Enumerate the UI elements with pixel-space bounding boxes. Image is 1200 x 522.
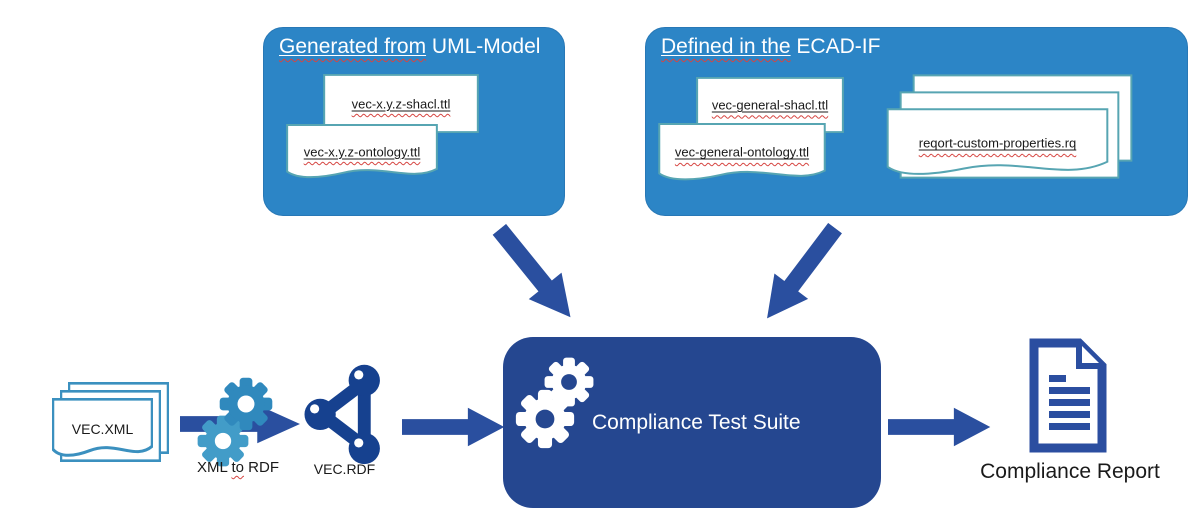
compliance-report-label: Compliance Report (980, 460, 1160, 483)
arrow-ecad-to-suite-icon (748, 214, 854, 334)
gear-icon (197, 415, 249, 467)
rdf-graph-icon (304, 364, 380, 465)
file-label: vec-general-shacl.ttl (711, 97, 829, 113)
report-document-icon (1029, 338, 1107, 453)
uml-model-box: Generated from UML-Model vec-x.y.z-shacl… (263, 27, 565, 216)
ecad-box-title: Defined in the ECAD-IF (661, 35, 880, 59)
paper-wavy-icon (658, 123, 826, 193)
file-reqort-custom-properties: reqort-custom-properties.rq (886, 108, 1109, 192)
uml-box-title: Generated from UML-Model (279, 35, 540, 59)
ecad-box-title-marked: Defined in the (661, 35, 791, 58)
uml-box-title-marked: Generated from (279, 35, 427, 58)
arrow-uml-to-suite-icon (481, 215, 589, 333)
file-label: vec-x.y.z-ontology.ttl (303, 144, 421, 160)
uml-box-title-rest: UML-Model (426, 35, 541, 58)
vecrdf-label: VEC.RDF (313, 461, 376, 477)
gear-icon (515, 389, 575, 449)
file-label: reqort-custom-properties.rq (918, 135, 1077, 151)
file-vec-xyz-ontology: vec-x.y.z-ontology.ttl (286, 124, 438, 190)
paper-wavy-icon (886, 108, 1109, 192)
file-label: vec-general-ontology.ttl (674, 144, 810, 160)
suite-label: Compliance Test Suite (592, 410, 801, 434)
vecxml-label: VEC.XML (71, 420, 134, 437)
paper-wavy-icon (286, 124, 438, 190)
compliance-test-suite-box: Compliance Test Suite (503, 337, 881, 508)
arrow-rdf-to-suite-icon (402, 406, 506, 448)
gear-icon (544, 357, 594, 407)
vecxml-front-sheet: VEC.XML (52, 398, 153, 471)
xml-to-rdf-label: XML to RDF (197, 459, 279, 476)
paper-icon (323, 74, 479, 133)
gear-icon (219, 377, 273, 431)
paper-wavy-icon (52, 398, 153, 471)
ecad-if-box: Defined in the ECAD-IF vec-general-shacl… (645, 27, 1188, 216)
file-label: vec-x.y.z-shacl.ttl (351, 96, 451, 111)
file-vec-xyz-shacl: vec-x.y.z-shacl.ttl (323, 74, 479, 133)
arrow-suite-to-report-icon (888, 406, 992, 448)
ecad-box-title-rest: ECAD-IF (790, 35, 881, 58)
file-vec-general-ontology: vec-general-ontology.ttl (658, 123, 826, 193)
